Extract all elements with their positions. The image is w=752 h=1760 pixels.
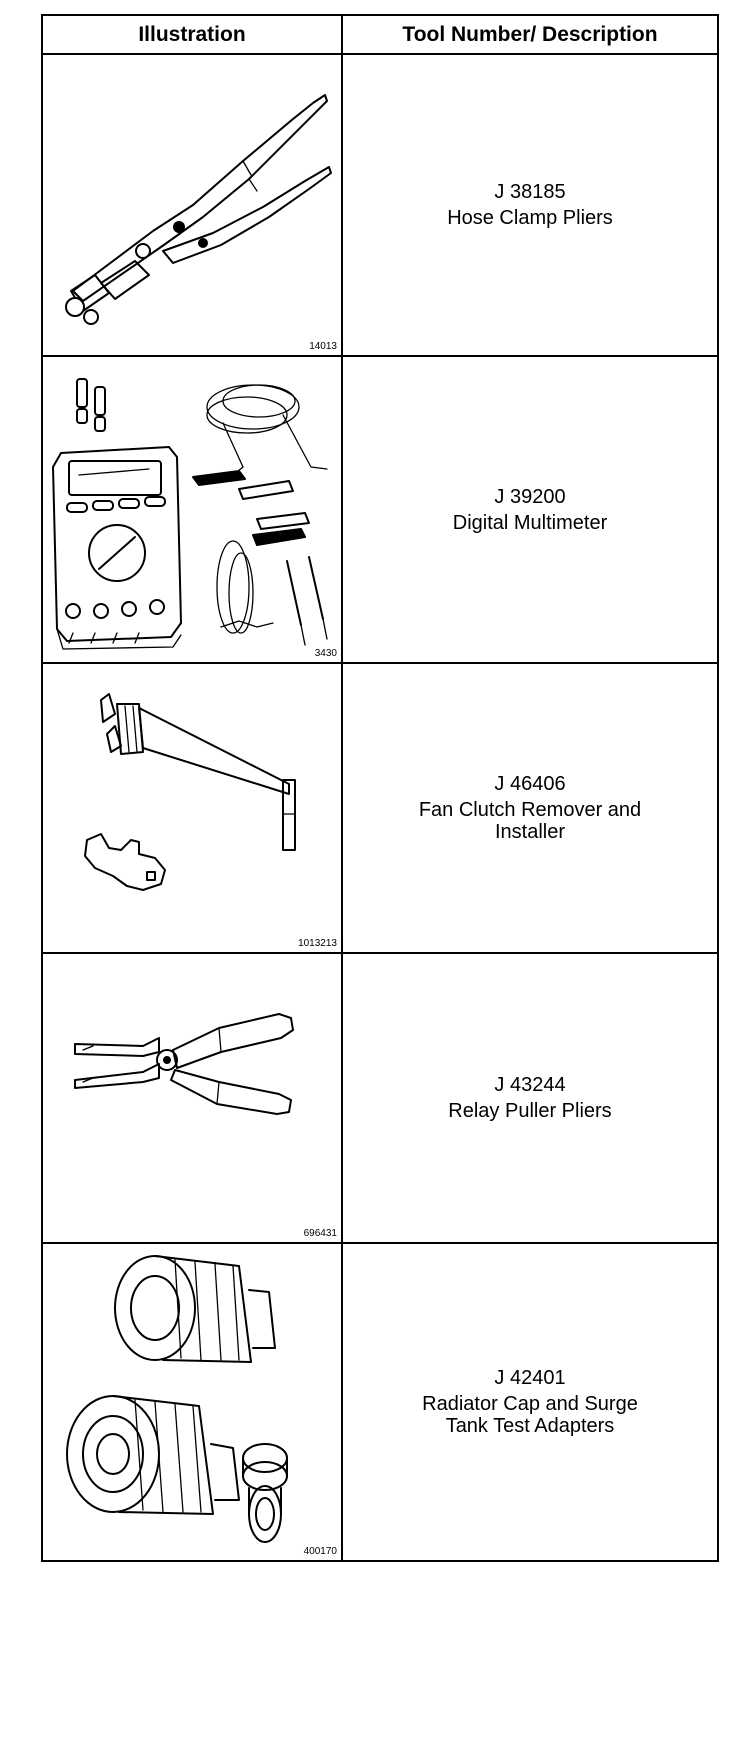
header-illustration: Illustration: [41, 14, 343, 55]
description-cell: J 42401 Radiator Cap and Surge Tank Test…: [341, 1242, 719, 1562]
table-row: 1013213 J 46406 Fan Clutch Remover and I…: [41, 662, 719, 954]
description-cell: J 46406 Fan Clutch Remover and Installer: [341, 662, 719, 954]
tool-description: Digital Multimeter: [452, 511, 608, 534]
figure-id: 696431: [303, 1228, 337, 1239]
table-row: 696431 J 43244 Relay Puller Pliers: [41, 952, 719, 1244]
illustration-cell: 696431: [41, 952, 343, 1244]
hose-clamp-pliers-icon: [65, 94, 332, 325]
radiator-adapters-icon: [66, 1255, 288, 1543]
relay-puller-pliers-icon: [74, 1013, 294, 1115]
tool-number: J 42401: [494, 1367, 566, 1389]
figure-id: 14013: [309, 341, 337, 352]
table-row: 14013 J 38185 Hose Clamp Pliers: [41, 53, 719, 357]
digital-multimeter-icon: [52, 378, 328, 650]
illustration-cell: 1013213: [41, 662, 343, 954]
figure-id: 1013213: [298, 938, 337, 949]
tools-table: Illustration Tool Number/ Description: [41, 14, 719, 1562]
illustration-cell: 3430: [41, 355, 343, 664]
tool-description: Fan Clutch Remover and Installer: [418, 799, 642, 843]
tool-number: J 39200: [494, 485, 566, 508]
figure-id: 400170: [303, 1546, 337, 1557]
table-header-row: Illustration Tool Number/ Description: [41, 14, 719, 55]
description-cell: J 39200 Digital Multimeter: [341, 355, 719, 664]
fan-clutch-tool-icon: [84, 693, 296, 891]
description-cell: J 38185 Hose Clamp Pliers: [341, 53, 719, 357]
tool-number: J 38185: [494, 181, 566, 203]
illustration-cell: 400170: [41, 1242, 343, 1562]
tool-number: J 46406: [494, 773, 566, 795]
figure-id: 3430: [314, 648, 337, 659]
table-row: 3430 J 39200 Digital Multimeter: [41, 355, 719, 664]
tool-description: Relay Puller Pliers: [448, 1100, 612, 1122]
illustration-cell: 14013: [41, 53, 343, 357]
tool-number: J 43244: [494, 1074, 566, 1096]
table-row: 400170 J 42401 Radiator Cap and Surge Ta…: [41, 1242, 719, 1562]
tool-description: Radiator Cap and Surge Tank Test Adapter…: [422, 1393, 638, 1437]
header-tool-number-description: Tool Number/ Description: [341, 14, 719, 55]
description-cell: J 43244 Relay Puller Pliers: [341, 952, 719, 1244]
tool-description: Hose Clamp Pliers: [447, 207, 613, 229]
